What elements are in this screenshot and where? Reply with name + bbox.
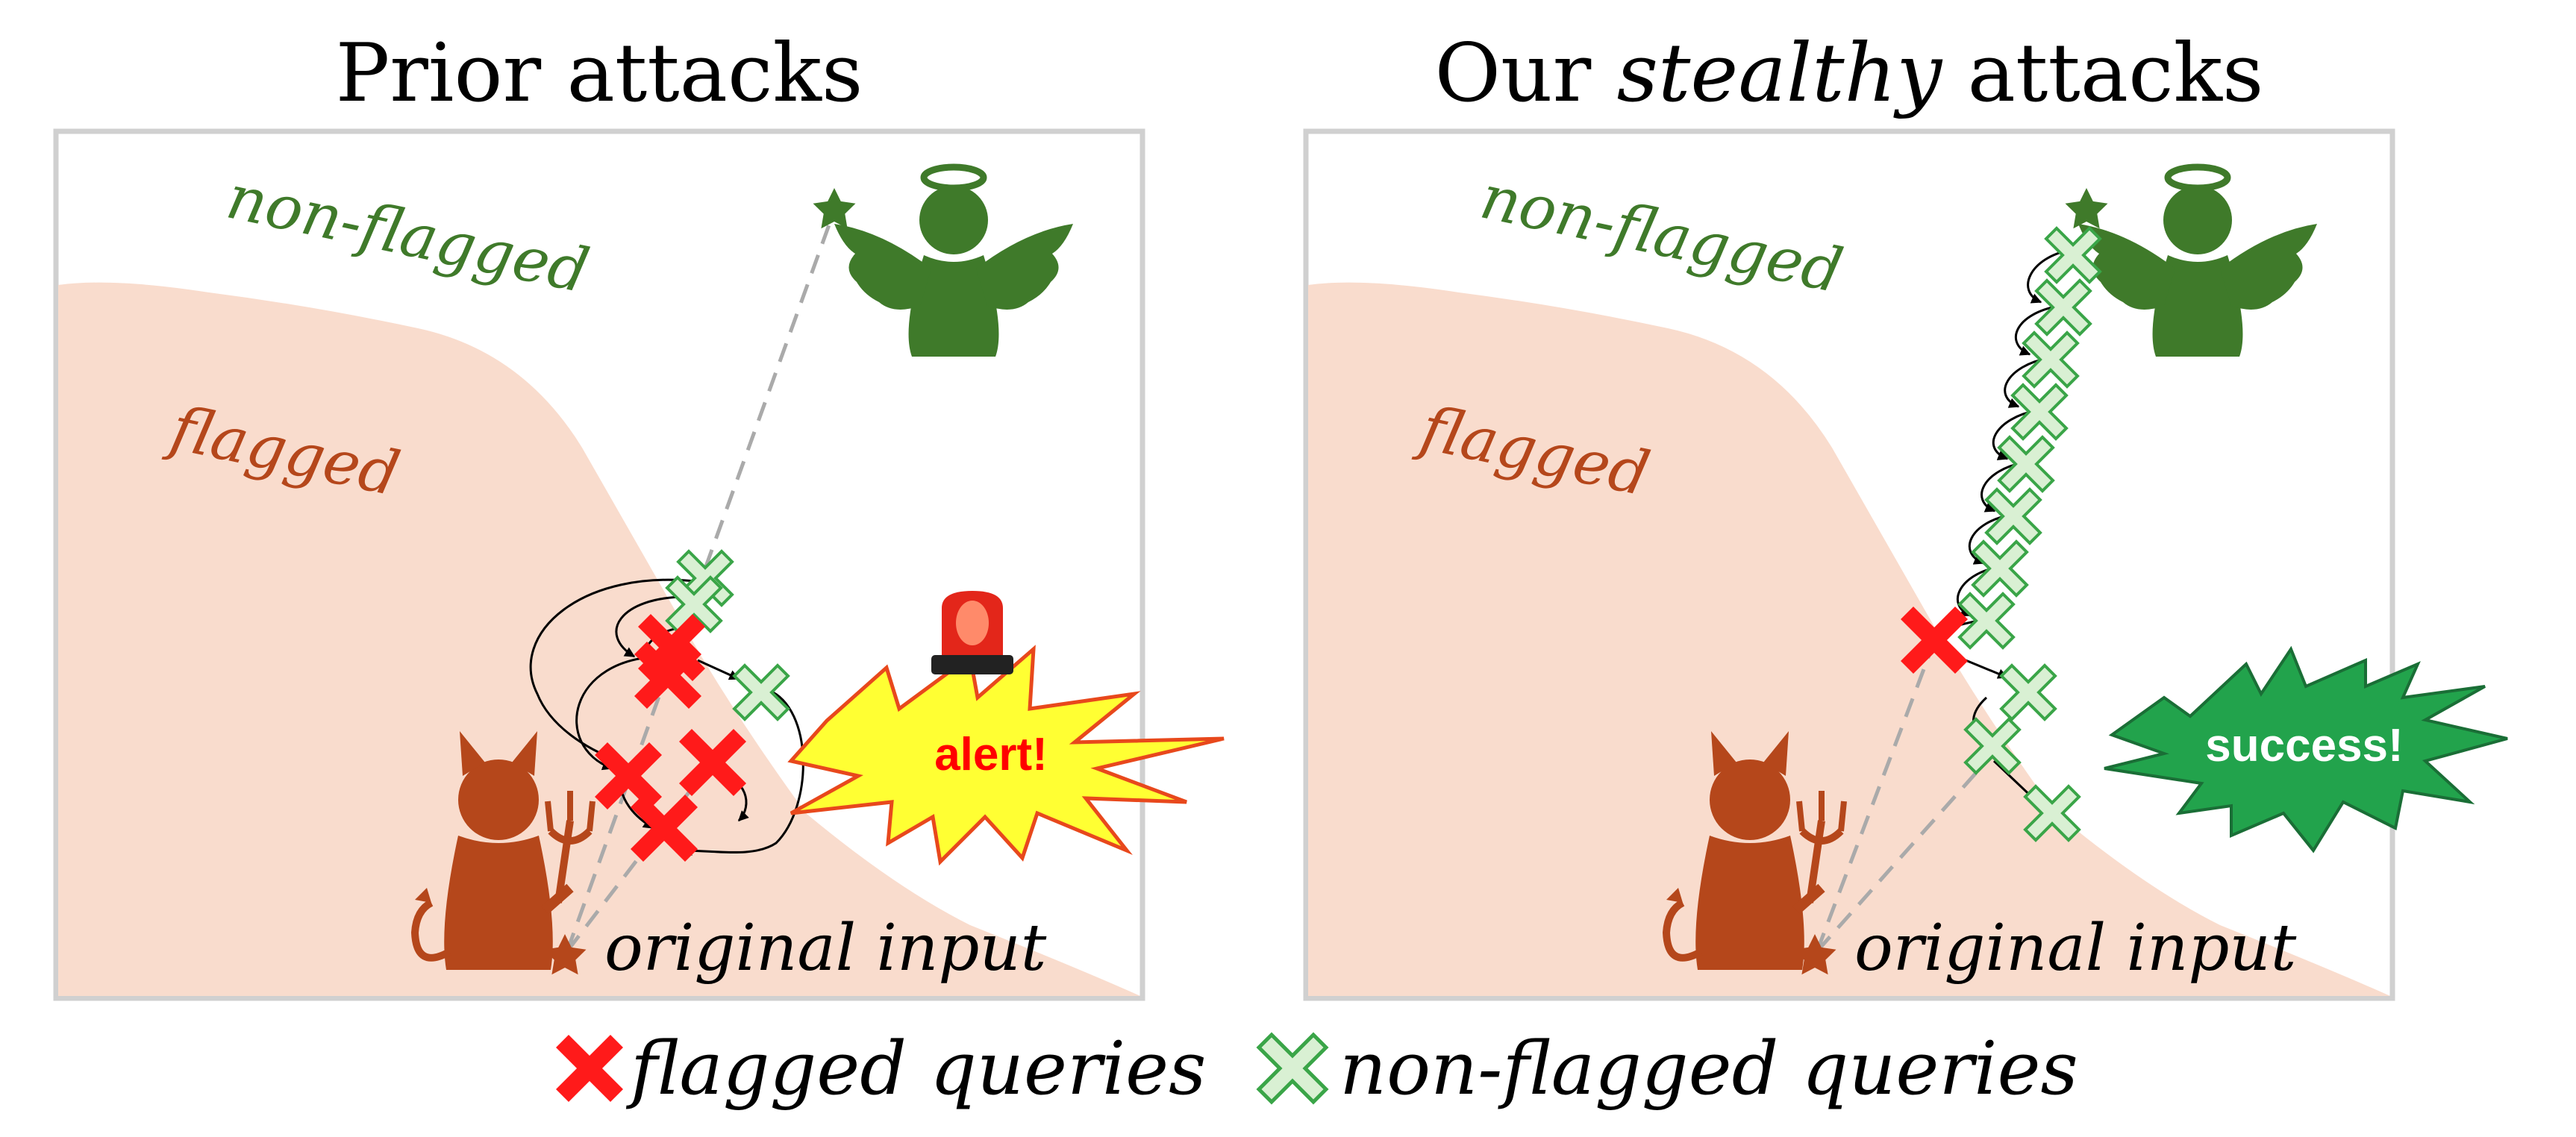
original-input-label-left: original input	[604, 911, 1047, 986]
flagged-region-left	[58, 282, 1140, 997]
title-part-1: Our	[1435, 27, 1617, 120]
direct-path-right-2	[1816, 745, 2001, 953]
siren-icon	[931, 591, 1013, 674]
legend-non-flagged-label: non-flagged queries	[1339, 1027, 2078, 1112]
direct-path-left-2	[566, 774, 703, 953]
legend-non-flagged-icon	[1259, 1035, 1326, 1102]
legend-flagged-icon	[556, 1035, 623, 1102]
right-panel-title: Our stealthy attacks	[1435, 27, 2264, 120]
alert-burst: alert!	[787, 591, 1225, 866]
alert-text: alert!	[934, 729, 1048, 780]
direct-path-right	[1815, 641, 1936, 952]
flagged-region-right	[1308, 282, 2390, 997]
title-emphasis: stealthy	[1617, 27, 1944, 120]
success-burst: success!	[2104, 645, 2508, 853]
success-text: success!	[2205, 720, 2403, 771]
title-part-2: attacks	[1942, 27, 2263, 120]
left-panel: Prior attacks non-flagged flagged	[53, 27, 1225, 1001]
legend-flagged-label: flagged queries	[625, 1027, 1206, 1112]
right-panel: Our stealthy attacks non-flagged flagged	[1303, 27, 2508, 1001]
left-panel-title: Prior attacks	[336, 27, 863, 120]
original-input-label-right: original input	[1854, 911, 2297, 986]
legend: flagged queries non-flagged queries	[556, 1027, 2078, 1112]
